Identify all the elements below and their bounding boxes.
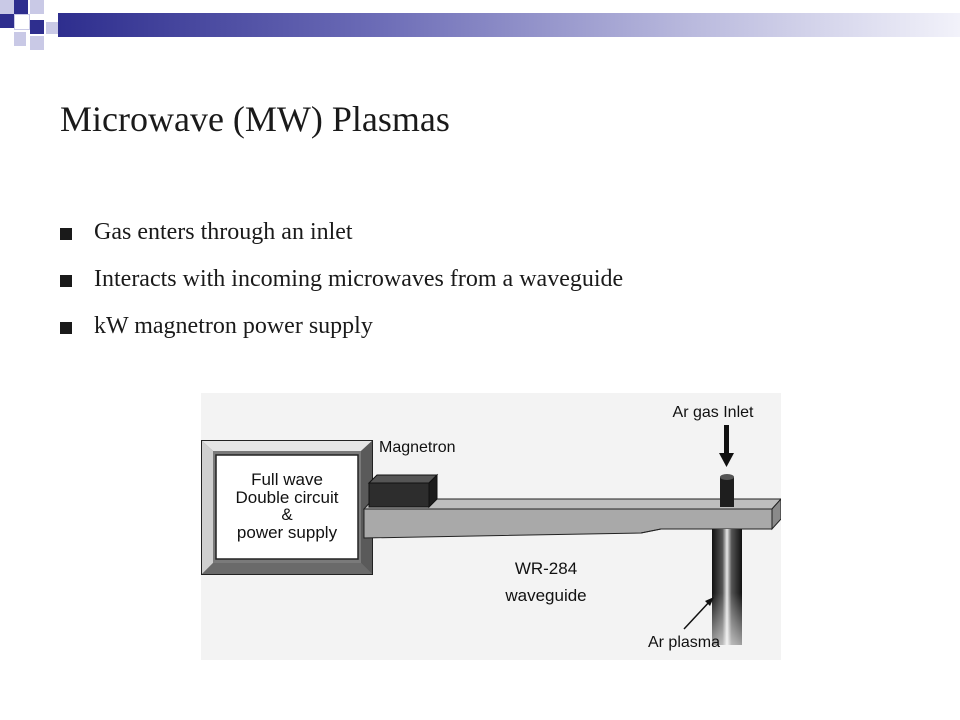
bullet-square-icon — [60, 322, 72, 334]
header-square — [30, 20, 44, 34]
power-supply-label-line: power supply — [237, 523, 338, 542]
gas-inlet-pipe — [720, 474, 734, 507]
power-supply-label-line: & — [281, 505, 293, 524]
bullet-item: kW magnetron power supply — [60, 306, 623, 353]
header-square — [30, 36, 44, 50]
waveguide-bar — [362, 498, 781, 539]
waveguide-label-top: WR-284 — [515, 559, 577, 578]
header-square — [30, 0, 44, 14]
bullet-text: kW magnetron power supply — [94, 313, 373, 339]
bullet-square-icon — [60, 228, 72, 240]
bullet-item: Gas enters through an inlet — [60, 212, 623, 259]
waveguide-label-bottom: waveguide — [504, 586, 586, 605]
header-square — [14, 14, 30, 30]
slide-title: Microwave (MW) Plasmas — [60, 99, 450, 139]
header-square — [46, 22, 58, 34]
gas-inlet-label: Ar gas Inlet — [673, 404, 754, 421]
power-supply-box — [201, 440, 373, 575]
bullet-text: Gas enters through an inlet — [94, 219, 353, 245]
header-square — [14, 32, 26, 46]
bullet-square-icon — [60, 275, 72, 287]
plasma-label: Ar plasma — [648, 634, 720, 651]
bullet-list: Gas enters through an inlet Interacts wi… — [60, 212, 623, 353]
header-square — [14, 0, 28, 14]
power-supply-label-line: Double circuit — [236, 488, 339, 507]
plasma-tube — [712, 529, 742, 645]
bullet-text: Interacts with incoming microwaves from … — [94, 266, 624, 292]
header-square — [0, 0, 14, 14]
header-square — [0, 14, 14, 28]
plasma-pointer-arrow-icon — [683, 597, 714, 630]
magnetron-label: Magnetron — [379, 439, 456, 456]
bullet-item: Interacts with incoming microwaves from … — [60, 259, 623, 306]
header-gradient-bar — [58, 13, 960, 37]
power-supply-label-line: Full wave — [251, 470, 323, 489]
microwave-plasma-diagram: Full wave Double circuit & power supply … — [201, 393, 781, 660]
magnetron-block — [367, 473, 439, 509]
gas-inlet-arrow-icon — [719, 425, 734, 467]
